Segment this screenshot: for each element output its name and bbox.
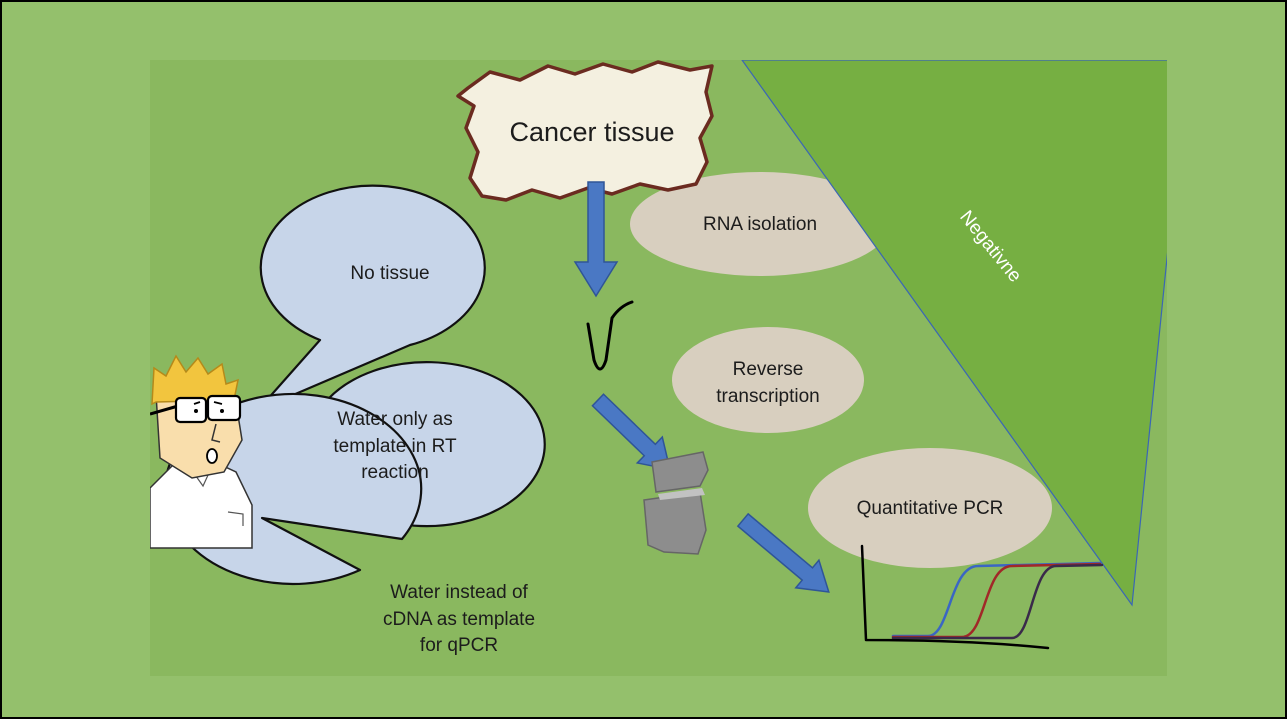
- qpcr-plate-icon: [643, 451, 709, 555]
- amplification-plot: [860, 544, 1104, 650]
- step-reverse-transcription-label: Reverse transcription: [716, 359, 820, 407]
- step-quantitative-pcr-label: Quantitative PCR: [856, 498, 1004, 519]
- reverse-transcription-ellipse: [672, 327, 864, 433]
- cancer-tissue-blob: [456, 60, 714, 202]
- scientist-figure: [150, 354, 253, 549]
- control-water-rt-label: Water only as template in RT reaction: [333, 409, 457, 484]
- amp-curve-red: [891, 562, 1102, 639]
- cancer-tissue-label: Cancer tissue: [509, 117, 675, 147]
- rna-isolation-ellipse: [630, 172, 890, 276]
- arrow-down: [573, 181, 619, 298]
- amp-curve-dark: [891, 563, 1104, 640]
- control-no-tissue-label: No tissue: [350, 263, 430, 284]
- arrow-diagonal-2: [736, 512, 830, 593]
- chart-axes: [860, 544, 1050, 650]
- control-water-qpcr-label: Water instead of cDNA as template for qP…: [382, 582, 536, 657]
- amp-curve-blue: [891, 561, 1102, 638]
- bubble-no-tissue: [256, 184, 486, 412]
- quantitative-pcr-ellipse: [808, 448, 1052, 568]
- tube-icon: [586, 300, 634, 371]
- negative-triangle: [741, 60, 1167, 607]
- step-rna-isolation-label: RNA isolation: [702, 214, 818, 235]
